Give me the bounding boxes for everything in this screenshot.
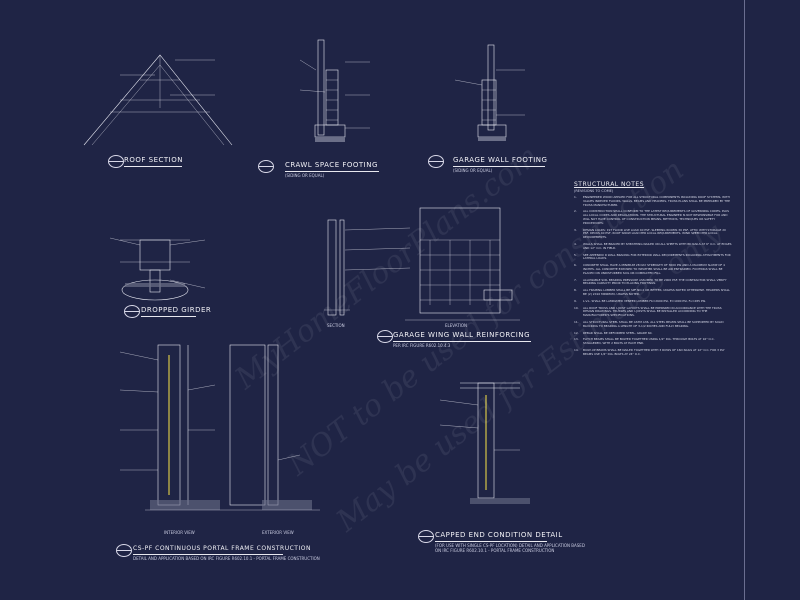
note-text: REBAR SHALL BE DEFORMED STEEL, GRADE 60. [583,330,653,335]
note-number: 4. [574,241,577,246]
section-label: SECTION [327,323,345,328]
garage-wall-footing-drawing [454,44,525,141]
detail-number-bubble [258,160,274,173]
note-item: 10. ALL ROOF TRUSS AND I-JOIST LAYOUTS SH… [574,305,732,318]
title-underline [141,316,196,317]
dropped-girder-title: DROPPED GIRDER [141,306,212,314]
note-item: 12. REBAR SHALL BE DEFORMED STEEL, GRADE … [574,330,732,336]
cs-pf-title: CS-PF CONTINUOUS PORTAL FRAME CONSTRUCTI… [133,545,311,552]
note-number: 5. [574,252,577,257]
note-number: 3. [574,227,577,232]
note-text: ALL STRUCTURAL STEEL SHALL BE ASTM A36. … [583,319,724,328]
sheet-border-line [744,0,745,600]
note-item: 9. L.V.L. SHALL BE LAMINATED VENEER LUMBE… [574,298,732,304]
roof-section-drawing [83,54,233,146]
note-item: 2. ALL CONSTRUCTION SHALL CONFORM TO THE … [574,209,732,225]
capped-end-drawing [439,382,530,504]
note-number: 1. [574,195,577,199]
garage-wing-wall-title: GARAGE WING WALL REINFORCING [393,331,531,339]
note-item: 6. CONCRETE SHALL HAVE A MINIMUM 28 DAY S… [574,263,732,275]
detail-number-bubble [377,330,393,343]
note-item: 13. FLITCH BEAMS SHALL BE BOLTED TOGETHER… [574,338,732,346]
note-number: 2. [574,209,577,214]
note-number: 10. [574,305,579,310]
note-text: FLITCH BEAMS SHALL BE BOLTED TOGETHER US… [583,337,715,346]
detail-number-bubble [116,544,132,557]
title-underline [285,171,379,172]
elevation-label: ELEVATION [445,323,467,328]
title-underline [453,166,545,167]
note-item: 11. ALL STRUCTURAL STEEL SHALL BE ASTM A3… [574,319,732,329]
note-text: ENGINEERED WOOD APPLIED FOR ALL STRUCTUR… [583,195,730,207]
detail-number-bubble [428,155,444,168]
crawl-space-footing-subtitle: (SIDING OR EQUAL) [285,173,325,178]
note-text: DESIGN LOADS: 1ST FLOOR LIVE LOAD 40 PSF… [583,227,726,240]
note-item: 4. WALLS SHALL BE BRACED BY SHEATHING NAI… [574,241,732,251]
roof-section-title: ROOF SECTION [124,156,183,164]
detail-number-bubble [418,530,434,543]
note-text: ALL CONSTRUCTION SHALL CONFORM TO THE LA… [583,209,729,225]
note-number: 11. [574,319,579,324]
note-item: 7. ALLOWABLE SOIL BEARING PRESSURE ASSUME… [574,277,732,287]
note-number: 9. [574,298,577,303]
note-text: CONCRETE SHALL HAVE A MINIMUM 28 DAY STR… [583,263,725,275]
note-text: BUILT-UP BEAMS SHALL BE NAILED TOGETHER … [583,347,725,356]
title-underline [435,541,547,542]
title-underline [133,554,283,555]
note-text: L.V.L. SHALL BE LAMINATED VENEER LUMBER … [583,298,707,303]
title-underline [393,341,531,342]
note-text: WALLS SHALL BE BRACED BY SHEATHING NAILE… [583,241,732,250]
note-text: ALL FRAMING LUMBER SHALL BE SPF NO.2 OR … [583,288,730,296]
cs-pf-drawing [119,344,320,511]
interior-view-label: INTERIOR VIEW [164,530,195,535]
crawl-space-footing-title: CRAWL SPACE FOOTING [285,161,378,169]
garage-wall-footing-subtitle: (SIDING OR EQUAL) [453,168,493,173]
note-number: 14. [574,347,579,352]
note-item: 1. ENGINEERED WOOD APPLIED FOR ALL STRUCT… [574,195,732,207]
notes-heading: STRUCTURAL NOTES [574,181,645,188]
note-item: 3. DESIGN LOADS: 1ST FLOOR LIVE LOAD 40 P… [574,227,732,240]
cs-pf-subtitle: DETAIL AND APPLICATION BASED ON IRC FIGU… [133,556,320,561]
detail-number-bubble [124,305,140,318]
detail-number-bubble [108,155,124,168]
structural-notes: STRUCTURAL NOTES (REVISIONS TO COME) 1. E… [574,181,732,357]
exterior-view-label: EXTERIOR VIEW [262,530,294,535]
garage-wing-wall-subtitle: PER IRC FIGURE R602.10.4.3 [393,343,451,348]
notes-list: 1. ENGINEERED WOOD APPLIED FOR ALL STRUCT… [574,195,732,357]
note-text: ALL ROOF TRUSS AND I-JOIST LAYOUTS SHALL… [583,305,722,318]
title-underline [124,166,182,167]
note-item: 5. SEE APPENDIX R WALL BRACING FOR EXTERI… [574,252,732,262]
note-number: 12. [574,330,579,335]
capped-end-subtitle: (FOR USE WITH SINGLE CS-PF LOCATION) DET… [435,543,585,553]
crawl-space-footing-drawing [299,39,370,142]
note-item: 8. ALL FRAMING LUMBER SHALL BE SPF NO.2 O… [574,288,732,297]
note-number: 13. [574,337,579,342]
note-text: ALLOWABLE SOIL BEARING PRESSURE ASSUMED … [583,277,727,286]
note-item: 14. BUILT-UP BEAMS SHALL BE NAILED TOGETH… [574,347,732,357]
notes-subheading: (REVISIONS TO COME) [574,189,614,193]
capped-end-title: CAPPED END CONDITION DETAIL [435,531,563,539]
garage-wall-footing-title: GARAGE WALL FOOTING [453,156,548,164]
garage-wing-wall-drawing [324,207,520,321]
dropped-girder-drawing [109,237,206,301]
note-number: 6. [574,263,577,268]
note-number: 7. [574,277,577,282]
note-text: SEE APPENDIX R WALL BRACING FOR EXTERIOR… [583,252,731,261]
note-number: 8. [574,288,577,293]
